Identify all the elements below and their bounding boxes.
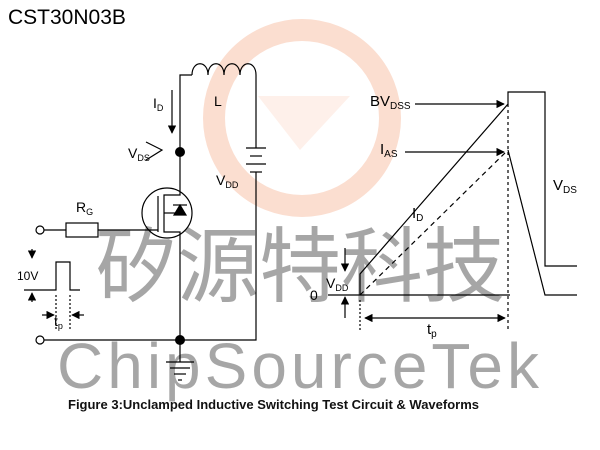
gate-pulse-waveform — [24, 261, 80, 291]
ground-symbol — [166, 361, 194, 381]
inductor-symbol — [191, 63, 257, 76]
id-ramp-waveform — [359, 149, 509, 296]
waveform-tp-label: tp — [427, 321, 437, 340]
vdd-source-symbol — [246, 147, 266, 173]
circuit-labels: L ID VDS VDD RG 10V tp — [17, 93, 239, 331]
id-decay-waveform — [507, 149, 577, 296]
watermark-chinese: 矽源特科技 — [95, 220, 505, 315]
waveform-vds-label: VDS — [553, 177, 577, 196]
bvdss-label: BVDSS — [370, 93, 411, 112]
circuit-vds-label: VDS — [128, 145, 150, 163]
source-terminal — [35, 335, 45, 345]
figure-caption: Figure 3:Unclamped Inductive Switching T… — [68, 397, 480, 412]
mosfet-body-diode — [172, 203, 188, 216]
waveforms — [328, 91, 577, 330]
circuit-id-label: ID — [153, 95, 164, 113]
circuit-tp-label: tp — [54, 313, 63, 331]
ias-label: IAS — [380, 141, 398, 160]
waveform-vdd-label: VDD — [326, 275, 349, 293]
gate-resistor — [65, 222, 99, 238]
test-circuit — [24, 63, 266, 381]
gate-terminal — [35, 225, 45, 235]
supply-return-wire — [180, 172, 257, 341]
gate-resistor-label: RG — [76, 199, 93, 217]
watermark: 矽源特科技 ChipSourceTek — [57, 19, 543, 402]
waveform-labels: BVDSS IAS ID VDS VDD 0 tp — [310, 93, 577, 340]
mosfet-body — [141, 187, 193, 239]
source-node — [175, 335, 185, 345]
zero-label: 0 — [310, 287, 318, 303]
drain-node — [175, 147, 185, 157]
pulse-amplitude-label: 10V — [17, 269, 38, 283]
circuit-vdd-label: VDD — [216, 172, 239, 190]
waveform-id-label: ID — [412, 205, 423, 224]
watermark-logo — [203, 19, 401, 217]
watermark-english: ChipSourceTek — [57, 330, 543, 402]
watermark-logo-mark — [258, 96, 350, 150]
vds-waveform — [359, 91, 577, 295]
inductor-label: L — [214, 93, 222, 109]
vds-arrow-marker — [145, 141, 164, 161]
part-number-title: CST30N03B — [8, 6, 126, 29]
drain-wire — [179, 74, 192, 152]
